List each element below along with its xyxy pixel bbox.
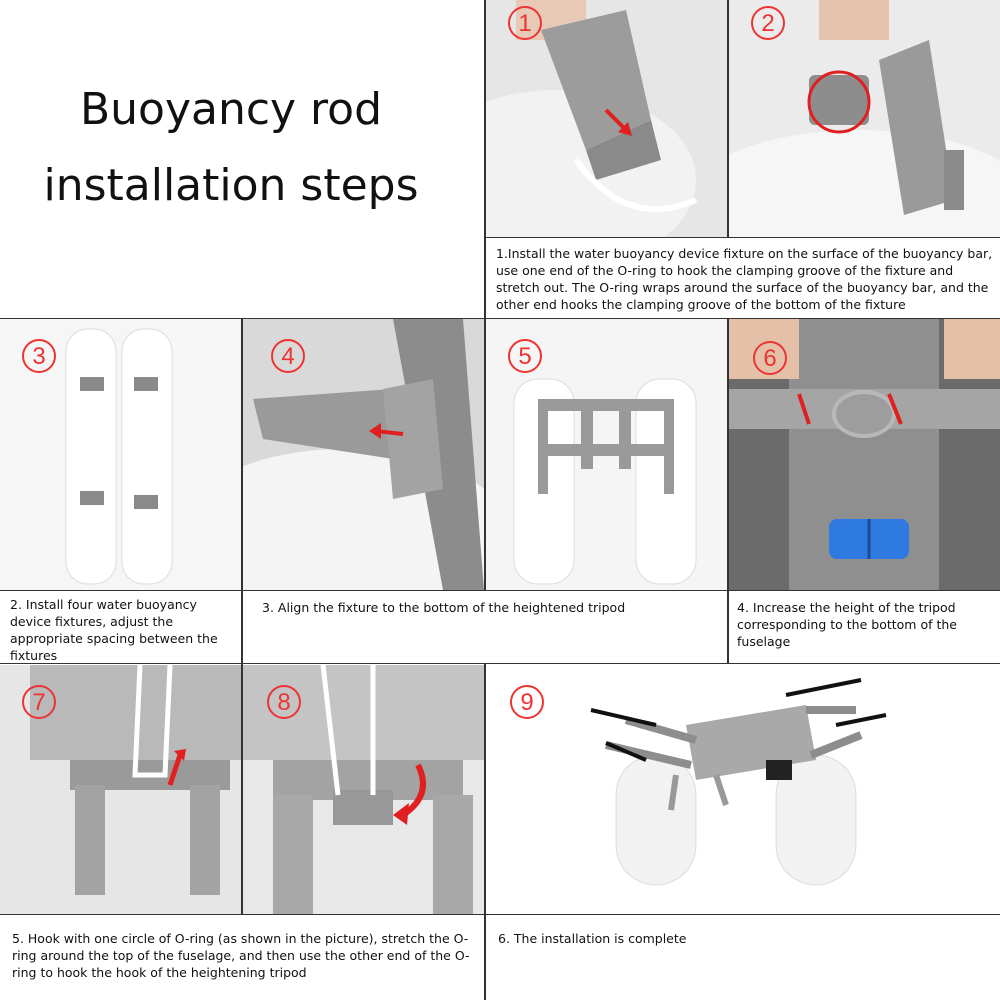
photo-step5b: 8 <box>243 665 484 914</box>
photo-step1b: 2 <box>729 0 1000 237</box>
step-marker-8: 8 <box>267 685 301 719</box>
step-marker-9: 9 <box>510 685 544 719</box>
grid-line <box>0 590 1000 591</box>
fixture-groove-illustration <box>729 0 1000 237</box>
grid-line <box>484 0 486 319</box>
caption-step1: 1.Install the water buoyancy device fixt… <box>496 246 993 312</box>
photo-step2: 3 <box>0 319 241 590</box>
caption-step6: 6. The installation is complete <box>498 931 687 946</box>
caption-step2: 2. Install four water buoyancy device fi… <box>10 597 218 663</box>
page-title-line2: installation steps <box>43 160 419 211</box>
photo-step5a: 7 <box>0 665 241 914</box>
step-marker-6: 6 <box>753 341 787 375</box>
page-title-line1: Buoyancy rod <box>79 84 383 135</box>
grid-line <box>0 914 1000 915</box>
four-fixtures-illustration <box>0 319 241 590</box>
photo-step3a: 4 <box>243 319 484 590</box>
caption-step5: 5. Hook with one circle of O-ring (as sh… <box>12 931 470 980</box>
step-marker-7: 7 <box>22 685 56 719</box>
grid-line <box>727 0 729 237</box>
step-marker-2: 2 <box>751 6 785 40</box>
photo-step3b: 5 <box>486 319 727 590</box>
grid-line <box>241 663 243 914</box>
fixture-align-illustration <box>243 319 484 590</box>
grid-line <box>0 318 1000 319</box>
photo-step6: 9 <box>486 665 1000 914</box>
step-marker-5: 5 <box>508 339 542 373</box>
caption-step4: 4. Increase the height of the tripod cor… <box>737 600 957 649</box>
step-marker-1: 1 <box>508 6 542 40</box>
grid-line <box>484 663 486 1000</box>
photo-step4: 6 <box>729 319 1000 590</box>
caption-step3: 3. Align the fixture to the bottom of th… <box>262 600 626 615</box>
step-marker-4: 4 <box>271 339 305 373</box>
grid-line <box>241 319 243 663</box>
oring-hook-illustration <box>0 665 241 914</box>
grid-line <box>727 319 729 663</box>
grid-line <box>486 237 1000 238</box>
step-marker-3: 3 <box>22 339 56 373</box>
photo-step1a: 1 <box>486 0 727 237</box>
grid-line <box>484 319 486 590</box>
drone-complete-illustration <box>486 665 1000 914</box>
grid-line <box>0 663 1000 664</box>
